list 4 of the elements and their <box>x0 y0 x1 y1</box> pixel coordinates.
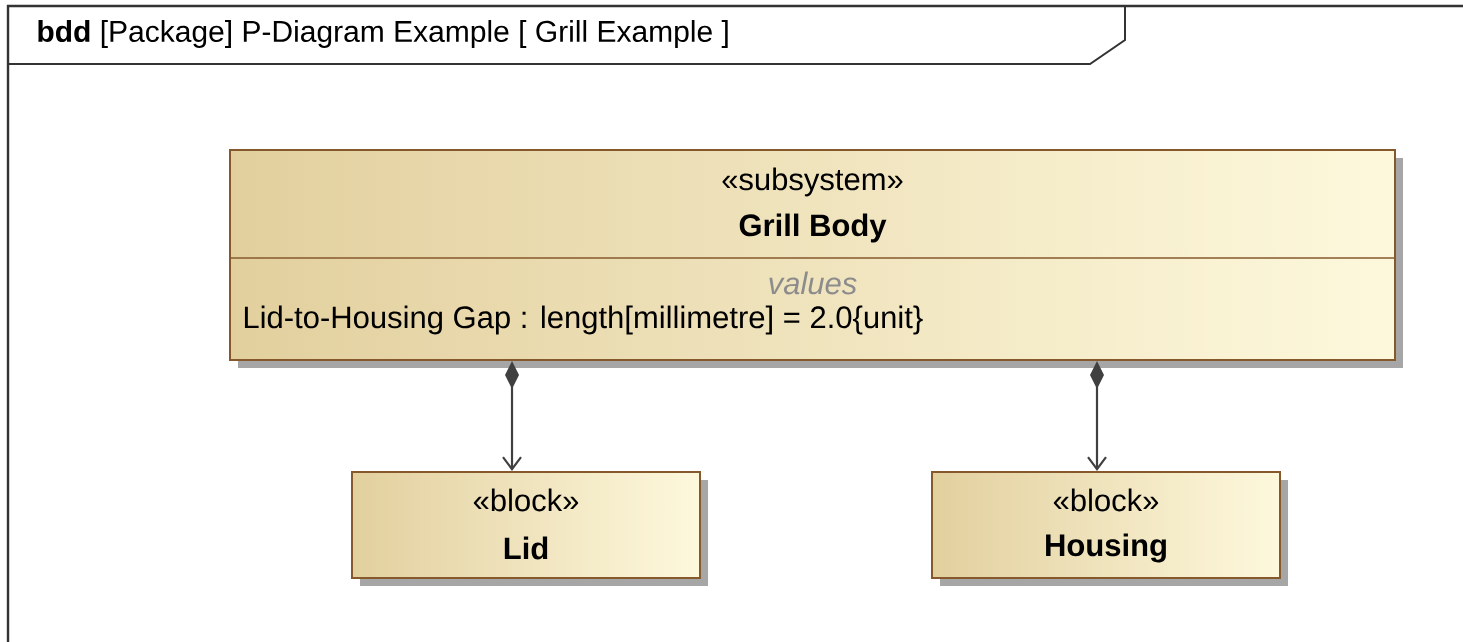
block-box: «block» Housing <box>931 471 1288 586</box>
block-box: «subsystem» Grill Body values Lid-to-Housing Gap : length[millimetre] = 2.0{unit} <box>229 149 1403 368</box>
block-box: «block» Lid <box>351 471 708 586</box>
frame-tab: bdd [Package] P-Diagram Example [ Grill Example ] <box>7 5 1126 65</box>
